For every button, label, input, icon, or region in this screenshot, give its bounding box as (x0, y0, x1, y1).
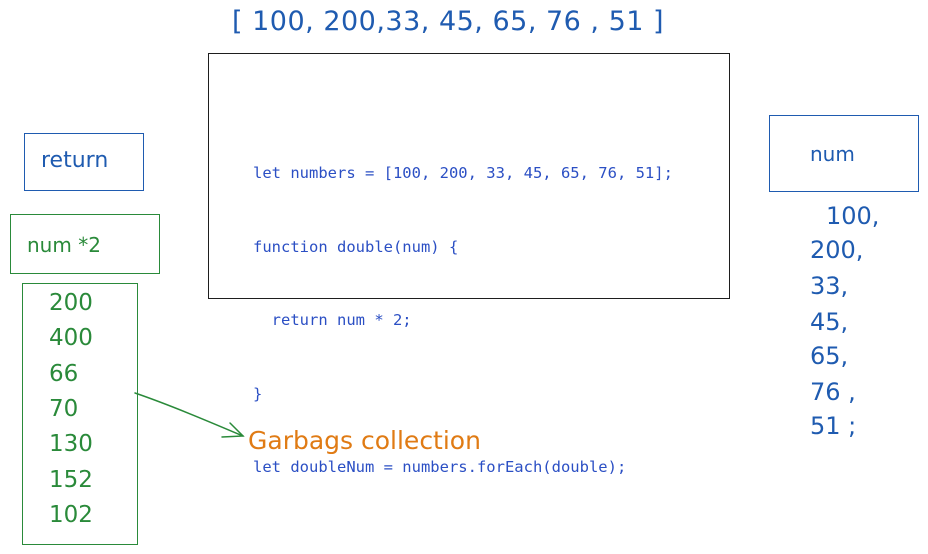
code-line: function double(num) { (253, 237, 459, 256)
num-box: num (769, 115, 919, 192)
number-item: 100, (826, 202, 880, 230)
code-line: let numbers = [100, 200, 33, 45, 65, 76,… (253, 164, 673, 182)
number-item: 65, (810, 342, 849, 370)
number-item: 76 , (810, 378, 856, 406)
code-box: let numbers = [100, 200, 33, 45, 65, 76,… (208, 53, 730, 476)
result-item: 200 (49, 290, 93, 316)
number-item: 45, (810, 308, 849, 336)
array-title: [ 100, 200,33, 45, 65, 76 , 51 ] (232, 6, 665, 37)
result-item: 66 (49, 361, 79, 387)
number-item: 51 ; (810, 412, 857, 440)
number-item: 33, (810, 272, 849, 300)
arrow-shaft (134, 392, 244, 437)
code-line: let doubleNum = numbers.forEach(double); (253, 458, 627, 476)
result-item: 400 (49, 325, 93, 351)
code-line: return num * 2; (253, 311, 412, 329)
num-times-two-box: num *2 (10, 214, 160, 274)
return-label: return (41, 148, 109, 173)
code-line: } (253, 384, 263, 403)
code-block: let numbers = [100, 200, 33, 45, 65, 76,… (253, 112, 673, 529)
results-box: 200 400 66 70 130 152 102 (22, 283, 138, 545)
number-item: 200, (810, 236, 864, 264)
result-item: 130 (49, 431, 93, 457)
result-item: 152 (49, 467, 93, 493)
num-label: num (810, 142, 855, 166)
garbage-collection-label: Garbags collection (248, 426, 481, 455)
num-times-two-label: num *2 (27, 233, 101, 257)
return-box: return (24, 133, 144, 191)
arrow-head (221, 422, 245, 438)
garbage-arrow (134, 392, 245, 438)
result-item: 102 (49, 502, 93, 528)
result-item: 70 (49, 396, 79, 422)
